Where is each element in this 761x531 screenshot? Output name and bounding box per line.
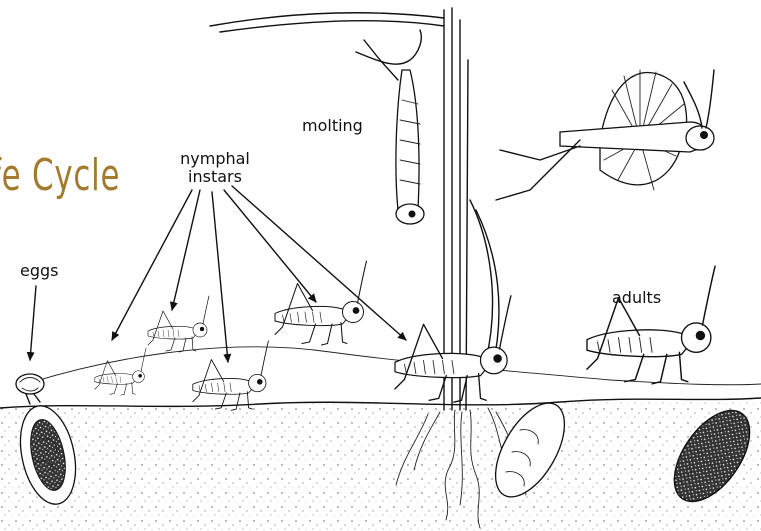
label-nymphal-line1: nymphal bbox=[170, 150, 260, 168]
title-text: fe Cycle bbox=[0, 150, 120, 201]
label-eggs: eggs bbox=[20, 262, 59, 280]
label-molting: molting bbox=[302, 117, 363, 135]
label-nymphal: nymphal instars bbox=[170, 150, 260, 187]
label-adults: adults bbox=[612, 289, 661, 307]
arrows-nymphal bbox=[112, 186, 406, 362]
arrow-eggs bbox=[30, 286, 36, 360]
label-nymphal-line2: instars bbox=[170, 168, 260, 186]
